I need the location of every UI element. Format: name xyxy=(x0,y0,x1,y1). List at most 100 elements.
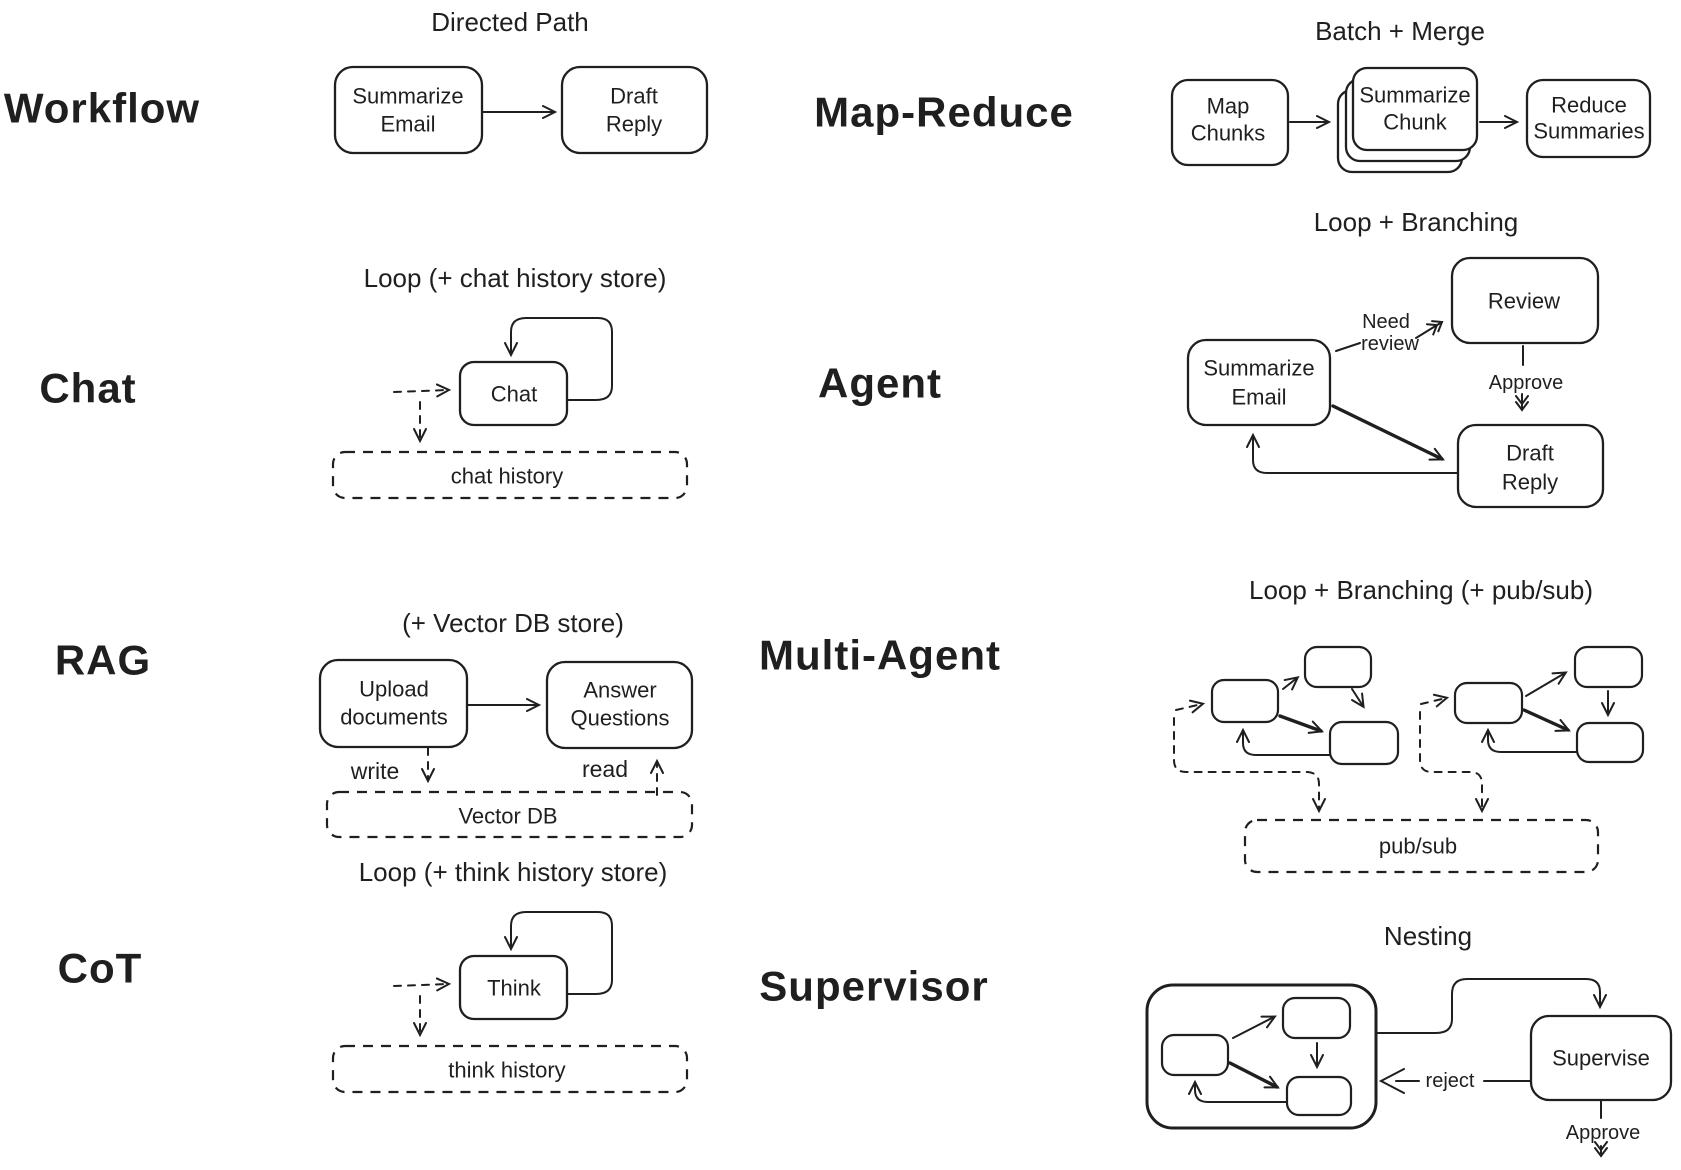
store-vector-db xyxy=(325,790,694,839)
node-label: Supervise xyxy=(1552,1046,1650,1071)
node-label: Draft xyxy=(1506,441,1554,466)
section-supervisor: Supervisor Nesting Supervise reject Appr… xyxy=(759,921,1673,1158)
edge-label-write: write xyxy=(350,758,400,784)
section-label-workflow: Workflow xyxy=(4,85,200,132)
arrow-input-to-think xyxy=(393,977,452,992)
node-label: Questions xyxy=(570,706,669,731)
arrow-summarize-to-draft-agent xyxy=(1331,404,1445,461)
pattern-title-batch-merge: Batch + Merge xyxy=(1315,16,1485,46)
edge-label-approve-supervisor: Approve xyxy=(1566,1122,1641,1144)
node-draft-reply xyxy=(560,65,709,155)
node-summarize-email-agent xyxy=(1186,338,1332,427)
section-label-cot: CoT xyxy=(58,945,143,992)
store-label: Vector DB xyxy=(458,804,557,829)
arrow-cluster-loop-back xyxy=(1481,727,1578,753)
node-label: Email xyxy=(380,112,435,137)
edge-label-approve: Approve xyxy=(1489,372,1564,394)
arrow-cluster-loop-back xyxy=(1188,1079,1288,1103)
node-label: Reply xyxy=(1502,470,1558,495)
section-label-rag: RAG xyxy=(55,637,151,684)
arrow-cluster-edge xyxy=(1278,714,1325,734)
section-workflow: Workflow Directed Path Summarize Email D… xyxy=(4,7,709,155)
arrow-input-dashed xyxy=(1175,699,1206,714)
node-label: Upload xyxy=(359,677,429,702)
node-label: documents xyxy=(340,705,448,730)
node-label: Review xyxy=(1488,289,1560,314)
section-chat: Chat Loop (+ chat history store) Chat ch… xyxy=(39,263,689,500)
arrow-need-review-to-review xyxy=(1415,320,1444,339)
arrow-draft-back-to-summarize xyxy=(1246,432,1459,474)
store-label: chat history xyxy=(451,464,564,489)
agent-node-box xyxy=(1285,1075,1353,1117)
arrow-cluster-edge xyxy=(1350,688,1365,709)
node-label: Summarize xyxy=(1359,83,1470,108)
node-draft-reply-agent xyxy=(1456,423,1605,509)
node-chat xyxy=(458,360,569,427)
store-think-history xyxy=(331,1044,689,1094)
edge-need-review-stub xyxy=(1335,342,1361,352)
node-label: Summarize xyxy=(1203,356,1314,381)
section-label-chat: Chat xyxy=(39,365,136,412)
arrow-cluster-edge xyxy=(1232,1015,1277,1039)
nested-agent-cluster xyxy=(1160,996,1353,1117)
store-chat-history xyxy=(331,450,689,500)
agent-node-box xyxy=(1573,645,1644,689)
section-multi-agent: Multi-Agent Loop + Branching (+ pub/sub) xyxy=(759,575,1645,874)
agent-node-box xyxy=(1575,721,1645,764)
edge-label-need-review: review xyxy=(1361,333,1419,355)
node-label: Map xyxy=(1207,94,1250,119)
node-label: Think xyxy=(487,976,542,1001)
node-answer-questions xyxy=(545,660,694,750)
reject-arrowhead xyxy=(1378,1068,1405,1094)
node-label: Email xyxy=(1231,385,1286,410)
section-label-map-reduce: Map-Reduce xyxy=(814,89,1074,136)
self-loop-think xyxy=(504,911,613,995)
pattern-title-loop-branching: Loop + Branching xyxy=(1314,207,1519,237)
arrow-cluster-loop-back xyxy=(1236,727,1331,756)
edge-label-read: read xyxy=(582,756,628,782)
node-label: Summaries xyxy=(1533,119,1644,144)
agent-node-box xyxy=(1210,678,1280,724)
arrow-cluster-to-pubsub xyxy=(1419,711,1489,814)
store-pubsub xyxy=(1243,818,1600,874)
section-label-agent: Agent xyxy=(818,360,942,407)
node-summarize-email xyxy=(333,65,484,155)
section-label-supervisor: Supervisor xyxy=(759,963,988,1010)
edge-label-reject: reject xyxy=(1426,1070,1475,1092)
agent-cluster-2 xyxy=(1419,645,1645,814)
node-map-chunks xyxy=(1170,78,1290,167)
arrow-cluster-to-pubsub xyxy=(1173,717,1326,814)
node-label: Reduce xyxy=(1551,93,1627,118)
arrow-cluster-edge xyxy=(1228,1061,1280,1089)
arrow-input-to-chat xyxy=(393,383,452,398)
pattern-title-think-loop: Loop (+ think history store) xyxy=(359,857,668,887)
arrow-container-to-supervise xyxy=(1375,978,1607,1034)
pattern-title-directed-path: Directed Path xyxy=(431,7,589,37)
node-label: Summarize xyxy=(352,84,463,109)
agent-node-box xyxy=(1160,1033,1230,1077)
node-reduce-summaries xyxy=(1525,78,1652,159)
agent-node-box xyxy=(1281,996,1352,1040)
node-label: Chunk xyxy=(1383,110,1448,135)
node-upload-documents xyxy=(318,658,469,749)
arrow-cluster-edge xyxy=(1282,676,1300,691)
agent-node-box xyxy=(1328,720,1400,766)
agent-cluster-1 xyxy=(1173,645,1400,814)
self-loop-chat xyxy=(504,317,613,401)
store-label: think history xyxy=(448,1058,565,1083)
section-map-reduce: Map-Reduce Batch + Merge Map Chunks Summ… xyxy=(814,16,1652,174)
agent-node-box xyxy=(1303,645,1373,689)
section-cot: CoT Loop (+ think history store) Think t… xyxy=(58,857,689,1094)
section-agent: Agent Loop + Branching Review Summarize … xyxy=(818,207,1605,509)
node-label: Reply xyxy=(606,112,662,137)
store-label: pub/sub xyxy=(1379,834,1457,859)
pattern-title-pubsub: Loop + Branching (+ pub/sub) xyxy=(1249,575,1593,605)
node-summarize-chunk xyxy=(1351,66,1479,152)
agent-node-box xyxy=(1453,681,1524,725)
node-review xyxy=(1450,256,1600,345)
arrow-cluster-edge xyxy=(1522,708,1571,732)
pattern-title-chat-loop: Loop (+ chat history store) xyxy=(364,263,667,293)
pattern-title-nesting: Nesting xyxy=(1384,921,1472,951)
